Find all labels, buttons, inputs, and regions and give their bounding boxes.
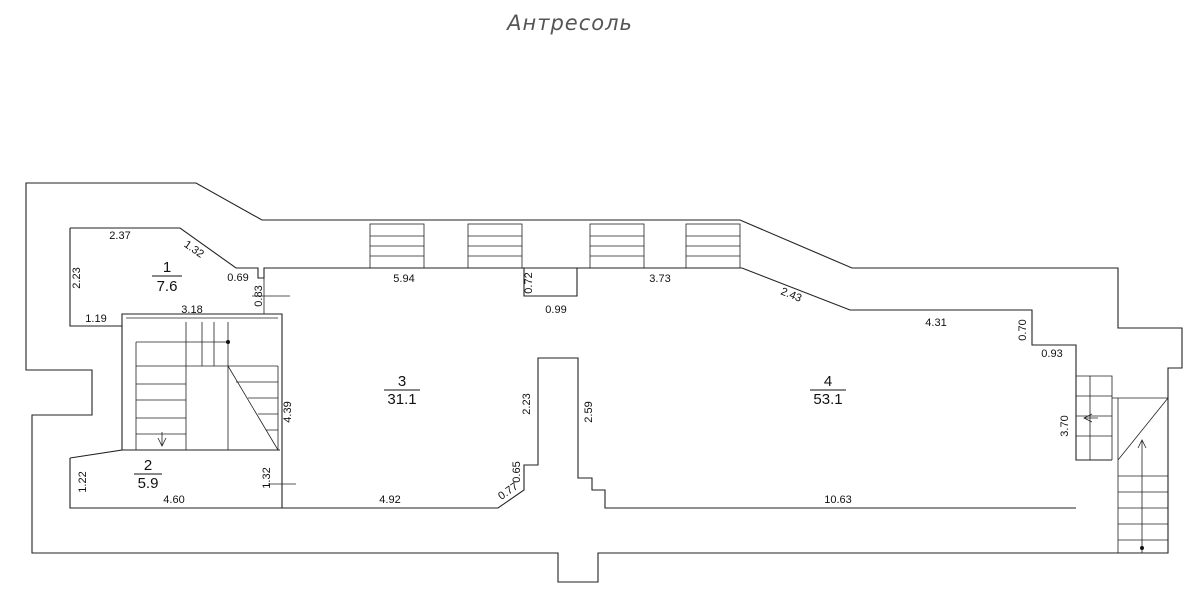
stair-arrow-icon: [157, 432, 167, 447]
room-1-area: 7.6: [157, 278, 178, 295]
dim-label: 1.32: [182, 238, 206, 260]
dim-label: 2.37: [109, 230, 130, 242]
room-3-number: 3: [398, 373, 406, 390]
room-3-area: 31.1: [387, 391, 416, 408]
dim-label: 3.70: [1059, 415, 1071, 436]
stair-marker-icon: [226, 340, 230, 344]
dim-label: 2.59: [583, 401, 595, 422]
dim-label: 4.39: [282, 401, 294, 422]
dim-label: 0.72: [523, 272, 535, 293]
dim-label: 1.32: [261, 467, 273, 488]
room-3-label: 3 31.1: [384, 373, 420, 408]
dim-label: 0.70: [1017, 319, 1029, 340]
room-2-number: 2: [144, 457, 152, 474]
dim-label: 2.23: [71, 267, 83, 288]
dim-label: 3.73: [649, 273, 670, 285]
room-4-label: 4 53.1: [810, 373, 846, 408]
windows: [369, 223, 741, 269]
dim-label: 1.19: [85, 313, 106, 325]
dim-label: 0.77: [496, 480, 520, 502]
room-4-number: 4: [824, 373, 832, 390]
dim-label: 4.31: [925, 317, 946, 329]
plan-title: Антресоль: [505, 11, 633, 35]
bottom-wall: [69, 357, 1076, 509]
dim-label: 0.93: [1041, 348, 1062, 360]
dim-label: 4.92: [379, 494, 400, 506]
room-1-number: 1: [163, 259, 171, 276]
room-4-area: 53.1: [813, 391, 842, 408]
room-4-top-wall: [577, 267, 1112, 461]
dim-label: 10.63: [824, 494, 852, 506]
dim-label: 3.18: [181, 304, 202, 316]
room-1-label: 1 7.6: [152, 259, 182, 295]
stair-left: [135, 322, 279, 451]
dim-label: 4.60: [163, 494, 184, 506]
dim-label: 0.99: [545, 304, 566, 316]
stair-right-arrow-icon: [1083, 413, 1147, 460]
dim-ticks: [252, 295, 296, 485]
stair-right: [1076, 375, 1169, 553]
stair-room-wall: [69, 326, 280, 459]
dim-label: 0.65: [511, 461, 523, 482]
dim-label: 2.23: [521, 393, 533, 414]
stair-right-marker-icon: [1140, 546, 1144, 550]
dim-label: 2.43: [779, 286, 803, 305]
dim-label: 0.69: [227, 272, 248, 284]
dim-label: 1.22: [77, 471, 89, 492]
room-2-area: 5.9: [138, 475, 159, 492]
outer-wall: [25, 182, 1183, 583]
dim-label: 0.83: [253, 285, 265, 306]
room-2-label: 2 5.9: [134, 457, 162, 492]
dim-label: 5.94: [393, 273, 414, 285]
